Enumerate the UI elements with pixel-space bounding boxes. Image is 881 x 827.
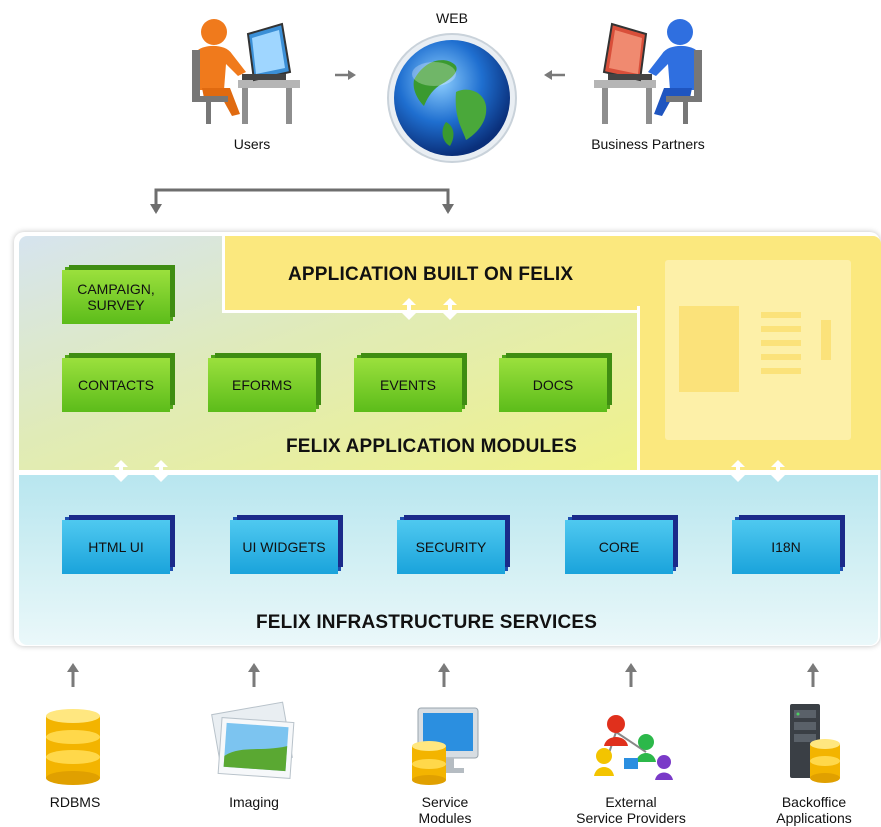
web-connector-bracket [150,188,454,214]
module-events: EVENTS [354,358,462,412]
service-security: SECURITY [397,520,505,574]
module-docs-label: DOCS [532,377,574,393]
module-campaign-label-line1: CAMPAIGN, [77,281,155,297]
module-docs: DOCS [499,358,607,412]
external-providers-label: External Service Providers [556,794,706,826]
application-title: APPLICATION BUILT ON FELIX [288,264,574,285]
users-label: Users [233,136,271,152]
service-html-ui: HTML UI [62,520,170,574]
service-modules-label: Service Modules [390,794,500,826]
module-campaign-survey: CAMPAIGN, SURVEY [62,270,170,324]
double-arrow-icon [730,460,746,482]
double-arrow-icon [442,298,458,320]
business-partner-icon [588,10,708,128]
double-arrow-icon [153,460,169,482]
backoffice-label-line2: Applications [776,810,852,826]
module-events-label: EVENTS [379,377,436,393]
modules-title: FELIX APPLICATION MODULES [286,436,578,457]
arrow-up-icon [625,663,637,687]
arrow-right-icon [335,70,356,80]
arrow-left-icon [544,70,565,80]
double-arrow-icon [770,460,786,482]
network-people-icon [586,712,676,786]
service-i18n: I18N [732,520,840,574]
database-icon [40,706,106,786]
double-arrow-icon [113,460,129,482]
service-html-ui-label: HTML UI [88,539,144,555]
service-ui-widgets: UI WIDGETS [230,520,338,574]
module-contacts-label: CONTACTS [78,377,154,393]
infrastructure-title: FELIX INFRASTRUCTURE SERVICES [256,612,598,633]
imaging-label: Imaging [229,794,279,810]
double-arrow-icon [401,298,417,320]
rdbms-label: RDBMS [49,794,101,810]
external-providers-label-line2: Service Providers [576,810,686,826]
server-database-icon [784,702,844,786]
module-eforms: EFORMS [208,358,316,412]
web-label: WEB [436,10,468,26]
module-eforms-label: EFORMS [232,377,292,393]
application-page-icon [665,260,851,440]
globe-icon [384,30,520,166]
service-modules-label-line2: Modules [418,810,472,826]
arrow-up-icon [248,663,260,687]
service-modules-label-line1: Service [421,794,469,810]
service-core-label: CORE [598,539,640,555]
service-ui-widgets-label: UI WIDGETS [242,539,326,555]
external-providers-label-line1: External [605,794,657,810]
service-security-label: SECURITY [415,539,487,555]
partners-label: Business Partners [591,136,705,152]
arrow-up-icon [807,663,819,687]
arrow-up-icon [438,663,450,687]
backoffice-label-line1: Backoffice [781,794,847,810]
module-campaign-label-line2: SURVEY [87,297,145,313]
service-i18n-label: I18N [771,539,801,555]
arrow-up-icon [67,663,79,687]
module-contacts: CONTACTS [62,358,170,412]
monitor-database-icon [408,706,484,786]
backoffice-label: Backoffice Applications [756,794,872,826]
service-core: CORE [565,520,673,574]
user-at-desk-icon [186,10,306,128]
photos-icon [208,700,300,786]
